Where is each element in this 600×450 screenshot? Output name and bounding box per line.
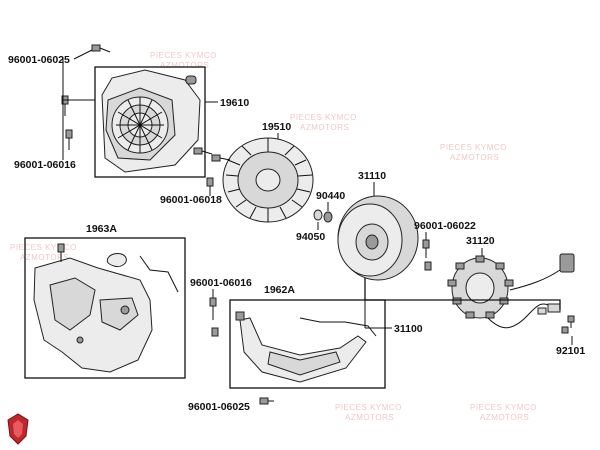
watermark-text: AZMOTORS bbox=[20, 253, 69, 262]
bolt-left-2 bbox=[65, 129, 73, 150]
watermark-text: AZMOTORS bbox=[345, 413, 394, 422]
part-label-96001-06016-mid: 96001-06016 bbox=[190, 277, 252, 289]
part-label-96001-06025-bottom: 96001-06025 bbox=[188, 401, 250, 413]
rod-part bbox=[139, 255, 179, 293]
watermark-text: AZMOTORS bbox=[450, 153, 499, 162]
bolt-96001-06022-b bbox=[424, 261, 432, 271]
engine-guard-part bbox=[235, 311, 377, 383]
watermark-text: AZMOTORS bbox=[480, 413, 529, 422]
watermark-text: PIECES KYMCO bbox=[10, 243, 77, 252]
watermark-text: AZMOTORS bbox=[160, 61, 209, 70]
assembly-bracket-31100 bbox=[364, 278, 561, 310]
part-label-94050: 94050 bbox=[296, 231, 325, 243]
watermark-text: PIECES KYMCO bbox=[470, 403, 537, 412]
bolt-96001-06022-a bbox=[422, 239, 430, 258]
nut-part bbox=[323, 211, 333, 223]
bolt-96001-06025-bottom bbox=[259, 397, 274, 405]
part-label-19610: 19610 bbox=[220, 97, 249, 109]
gasket-part bbox=[106, 253, 127, 267]
screw-92101-b bbox=[561, 326, 569, 334]
leader-line bbox=[73, 49, 93, 60]
part-label-1962A: 1962A bbox=[264, 284, 295, 296]
bolt-96001-06018-b bbox=[211, 154, 231, 162]
watermark-text: PIECES KYMCO bbox=[440, 143, 507, 152]
guard-1962a-box bbox=[229, 299, 386, 389]
bolt-96001-06016-mid bbox=[209, 297, 217, 320]
kymco-shield-icon bbox=[7, 413, 29, 445]
bolt-96001-06016-mid-b bbox=[211, 327, 219, 337]
part-label-96001-06016-left: 96001-06016 bbox=[14, 159, 76, 171]
part-label-31120: 31120 bbox=[466, 235, 495, 247]
part-label-96001-06022: 96001-06022 bbox=[414, 220, 476, 232]
clip-part bbox=[57, 243, 65, 262]
part-label-19510: 19510 bbox=[262, 121, 291, 133]
fan-cover-part bbox=[101, 69, 201, 173]
flywheel-rotor-part bbox=[337, 195, 419, 281]
screw-92101-a bbox=[567, 315, 575, 328]
watermark-text: PIECES KYMCO bbox=[335, 403, 402, 412]
part-label-31100: 31100 bbox=[394, 323, 423, 335]
watermark-text: AZMOTORS bbox=[300, 123, 349, 132]
part-label-31110: 31110 bbox=[358, 170, 386, 182]
bolt-96001-06018-a bbox=[193, 147, 213, 155]
part-label-92101: 92101 bbox=[556, 345, 585, 357]
washer-part bbox=[313, 209, 323, 221]
fan-cover-box bbox=[94, 66, 206, 178]
stator-coil-part bbox=[447, 255, 514, 319]
watermark-text: PIECES KYMCO bbox=[290, 113, 357, 122]
part-label-90440: 90440 bbox=[316, 190, 345, 202]
grommet-part bbox=[185, 75, 197, 85]
part-label-96001-06025-top: 96001-06025 bbox=[8, 54, 70, 66]
bolt-96001-06018-c bbox=[206, 177, 214, 187]
bolt-96001-06025-top bbox=[91, 44, 111, 53]
cooling-fan-part bbox=[222, 137, 314, 223]
watermark-text: PIECES KYMCO bbox=[150, 51, 217, 60]
shroud-1963a-box bbox=[24, 237, 186, 379]
part-label-1963A: 1963A bbox=[86, 223, 117, 235]
part-label-96001-06018: 96001-06018 bbox=[160, 194, 222, 206]
engine-shroud-part bbox=[33, 257, 153, 373]
